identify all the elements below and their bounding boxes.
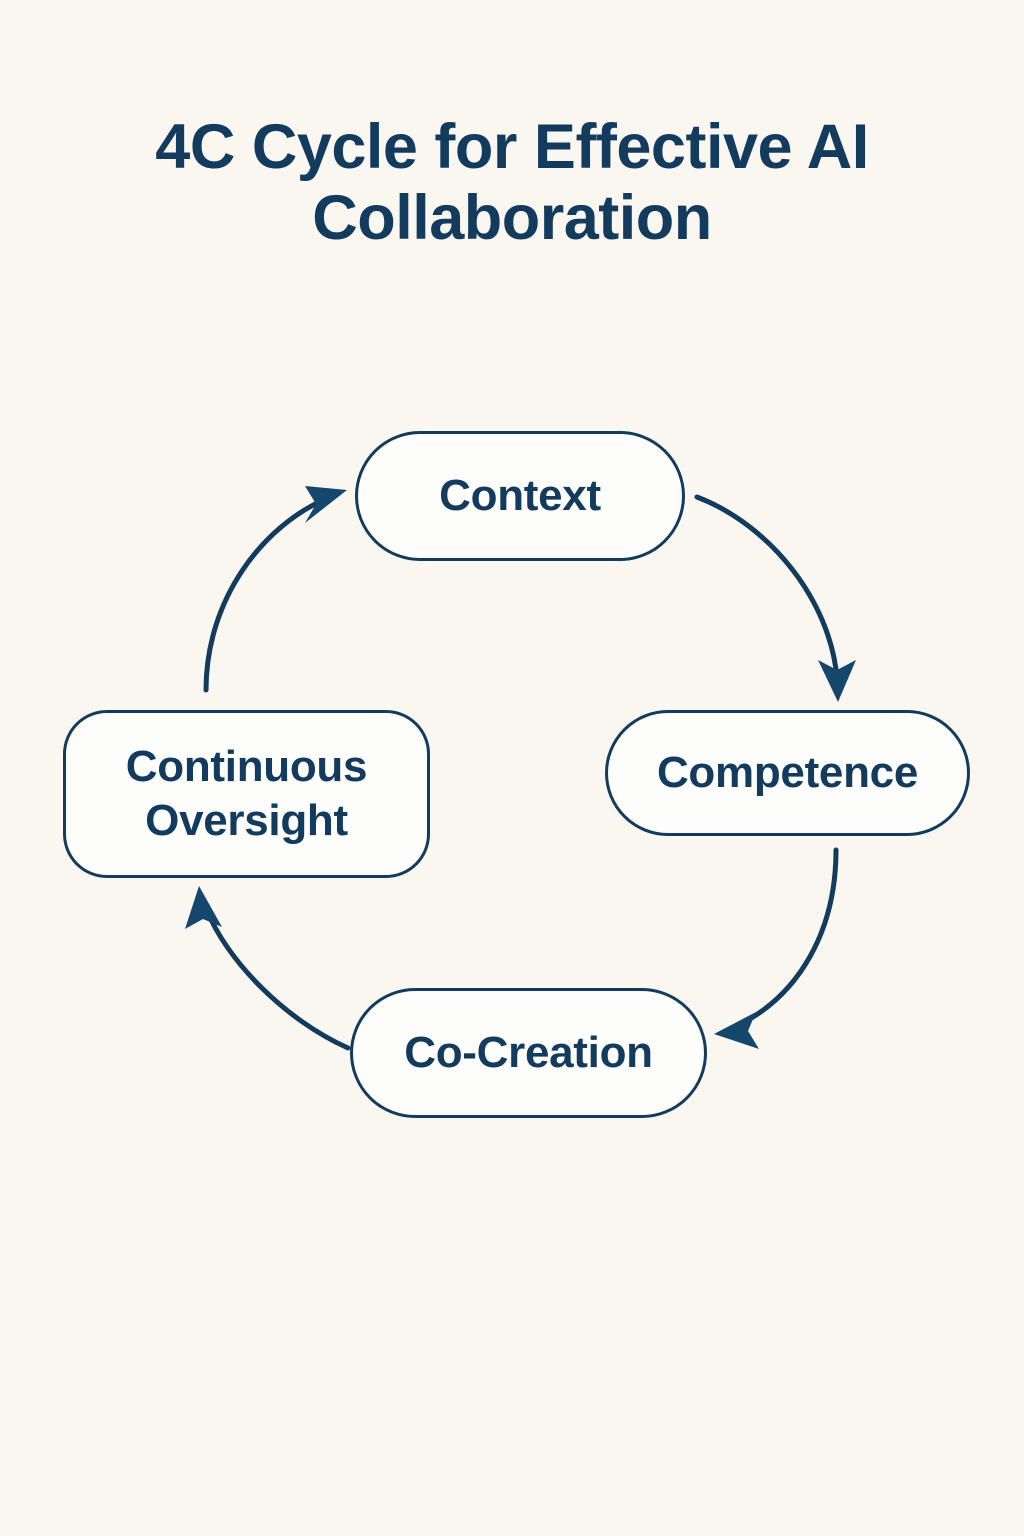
arrow-path-context-to-competence xyxy=(694,494,840,681)
arrow-competence-to-cocreation xyxy=(714,847,839,1049)
cycle-node-continuous-oversight[interactable]: Continuous Oversight xyxy=(63,710,430,878)
arrow-head-cocreation-to-oversight xyxy=(185,886,222,929)
arrow-oversight-to-context xyxy=(203,486,347,693)
arrow-path-cocreation-to-oversight xyxy=(203,905,351,1051)
cycle-node-continuous-oversight-label: Continuous Oversight xyxy=(125,742,368,845)
page-title: 4C Cycle for Effective AI Collaboration xyxy=(155,112,869,254)
arrow-cocreation-to-oversight xyxy=(185,886,351,1051)
arrow-path-oversight-to-context xyxy=(203,494,333,693)
cycle-node-context-label: Context xyxy=(439,471,601,520)
cycle-node-context[interactable]: Context xyxy=(355,431,685,561)
cycle-node-competence-label: Competence xyxy=(656,748,919,797)
arrow-context-to-competence xyxy=(694,494,856,702)
arrow-path-competence-to-cocreation xyxy=(734,847,839,1029)
arrow-head-competence-to-cocreation xyxy=(714,1012,759,1049)
arrow-head-oversight-to-context xyxy=(305,486,347,523)
arrow-head-context-to-competence xyxy=(818,660,856,702)
cycle-node-cocreation[interactable]: Co-Creation xyxy=(350,988,707,1118)
cycle-node-competence[interactable]: Competence xyxy=(605,710,970,836)
cycle-node-cocreation-label: Co-Creation xyxy=(404,1028,653,1077)
